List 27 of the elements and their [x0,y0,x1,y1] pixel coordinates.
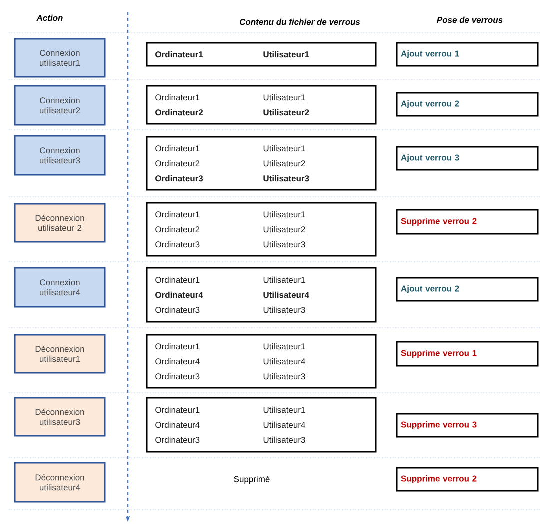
file-content-box: Ordinateur1 Utilisateur1 Ordinateur4 Utilisateur4 Ordinateur3 Utilisateur3 [146,397,377,453]
column-header: Action [36,14,63,22]
file-content-box: Ordinateur1 Utilisateur1 Ordinateur2 Utilisateur2 [146,85,377,125]
action-box: Déconnexion utilisateur3 [14,397,106,437]
status-text: Supprimé [234,476,270,484]
column-header: Pose de verrous [437,16,503,24]
lock-box: Ajout verrou 1 [396,42,539,67]
file-content-box: Ordinateur1 Utilisateur1 Ordinateur2 Utilisateur2 Ordinateur3 Utilisateur3 [146,202,377,257]
action-box: Connexion utilisateur1 [14,38,106,78]
lock-box: Supprime verrou 3 [396,413,539,438]
action-box: Connexion utilisateur3 [14,135,106,176]
file-content-box: Ordinateur1 Utilisateur1 [146,42,377,67]
lock-box: Supprime verrou 2 [396,209,539,235]
action-box: Déconnexion utilisateur4 [14,462,106,503]
column-header: Contenu du fichier de verrous [240,18,360,26]
lock-box: Ajout verrou 2 [396,92,539,117]
lock-box: Ajout verrou 2 [396,277,539,302]
lock-box: Supprime verrou 2 [396,467,539,492]
action-box: Connexion utilisateur4 [14,267,106,308]
action-box: Déconnexion utilisateur1 [14,334,106,374]
file-content-box: Ordinateur1 Utilisateur1 Ordinateur4 Utilisateur4 Ordinateur3 Utilisateur3 [146,267,377,323]
lock-box: Ajout verrou 3 [396,146,539,171]
file-content-box: Ordinateur1 Utilisateur1 Ordinateur4 Utilisateur4 Ordinateur3 Utilisateur3 [146,334,377,389]
action-box: Connexion utilisateur2 [14,85,106,126]
action-box: Déconnexion utilisateur 2 [14,203,106,243]
file-content-box: Ordinateur1 Utilisateur1 Ordinateur2 Utilisateur2 Ordinateur3 Utilisateur3 [146,136,377,191]
lock-box: Supprime verrou 1 [396,341,539,367]
